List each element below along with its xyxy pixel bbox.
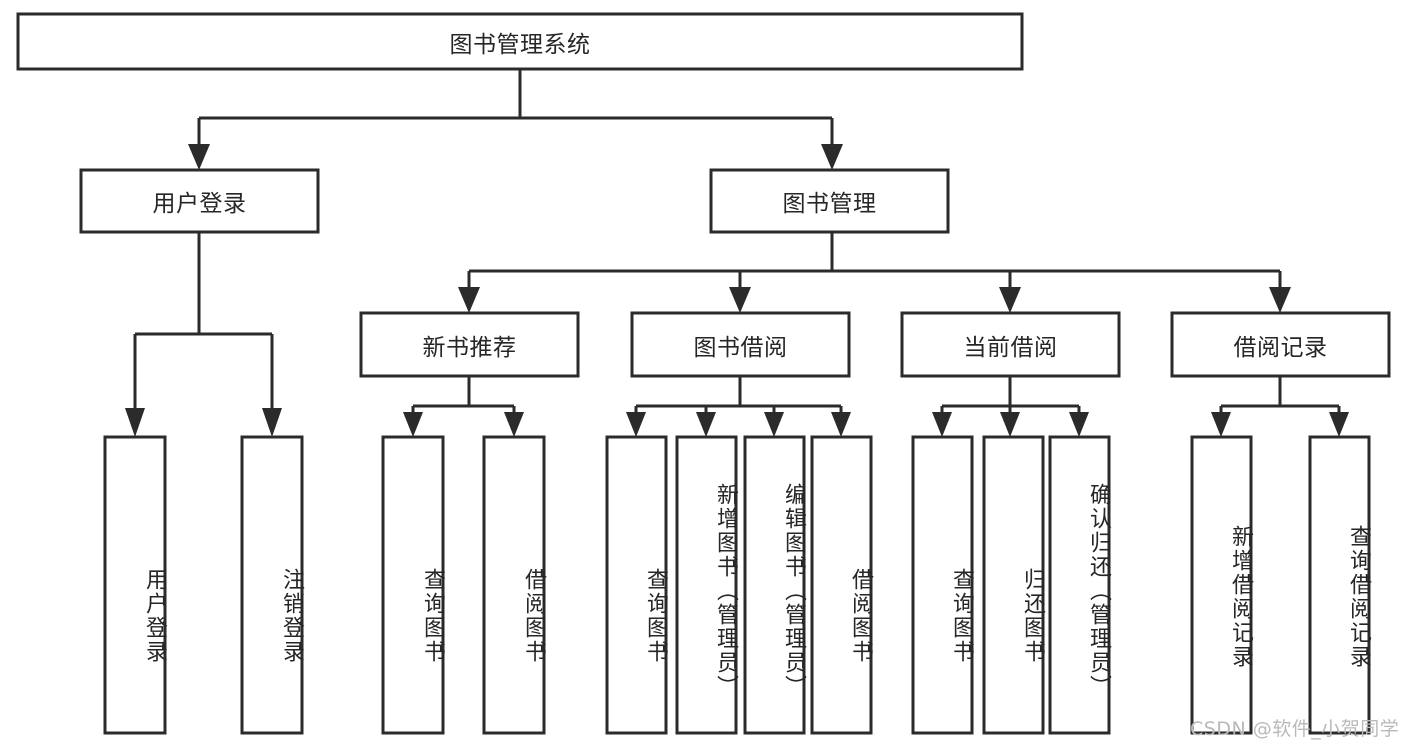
node-box-leaf-query-record[interactable] (1308, 435, 1371, 735)
arrow-head-to-user-login (188, 144, 210, 170)
node-box-leaf-borrow-book-1[interactable] (482, 435, 546, 735)
arrow-head-leaf-return-book (1000, 412, 1020, 437)
node-box-leaf-return-book[interactable] (982, 435, 1045, 735)
node-box-leaf-add-record[interactable] (1190, 435, 1253, 735)
arrow-head-to-book-manage (821, 144, 843, 170)
arrow-head-leaf-user-login (125, 408, 145, 437)
node-box-borrow-record[interactable] (1170, 311, 1391, 378)
watermark-text: CSDN @软件_小贺同学 (1190, 718, 1400, 740)
arrow-head-leaf-query-record (1329, 412, 1349, 437)
node-box-leaf-confirm-return[interactable] (1048, 435, 1111, 735)
arrow-head-to-book-borrow (729, 287, 751, 313)
node-box-leaf-borrow-book-2[interactable] (810, 435, 873, 735)
arrow-head-leaf-borrow-book-2 (831, 412, 851, 437)
arrow-head-leaf-query-book-3 (932, 412, 952, 437)
node-box-new-book[interactable] (359, 311, 580, 378)
arrow-head-leaf-edit-book (764, 412, 784, 437)
arrow-head-to-current-borrow (999, 287, 1021, 313)
connector-borrow-record-to-leaves (1219, 376, 1341, 415)
node-box-leaf-user-login[interactable] (103, 435, 167, 735)
node-box-user-login[interactable] (79, 168, 320, 234)
connector-current-borrow-to-leaves (940, 376, 1081, 415)
connector-root-to-level2 (197, 69, 834, 147)
arrow-head-leaf-borrow-book-1 (504, 412, 524, 437)
arrow-head-leaf-query-book-2 (626, 412, 646, 437)
connector-book-manage-to-level3 (467, 232, 1282, 290)
connector-user-login-to-leaves (133, 232, 274, 411)
node-box-book-borrow[interactable] (630, 311, 851, 378)
node-box-leaf-add-book[interactable] (675, 435, 738, 735)
arrow-head-leaf-add-record (1211, 412, 1231, 437)
arrow-head-leaf-query-book-1 (403, 412, 423, 437)
arrow-head-leaf-logout (262, 408, 282, 437)
arrow-head-to-new-book (458, 287, 480, 313)
node-box-leaf-query-book-3[interactable] (911, 435, 974, 735)
node-box-current-borrow[interactable] (900, 311, 1121, 378)
connector-book-borrow-to-leaves (634, 376, 843, 415)
node-box-leaf-edit-book[interactable] (743, 435, 806, 735)
node-box-root[interactable] (16, 12, 1024, 71)
node-box-leaf-logout[interactable] (240, 435, 304, 735)
node-box-leaf-query-book-1[interactable] (381, 435, 445, 735)
node-box-book-manage[interactable] (709, 168, 950, 234)
arrow-head-to-borrow-record (1269, 287, 1291, 313)
arrow-head-leaf-add-book (696, 412, 716, 437)
connector-new-book-to-leaves (411, 376, 516, 415)
node-box-leaf-query-book-2[interactable] (605, 435, 668, 735)
arrow-head-leaf-confirm-return (1069, 412, 1089, 437)
